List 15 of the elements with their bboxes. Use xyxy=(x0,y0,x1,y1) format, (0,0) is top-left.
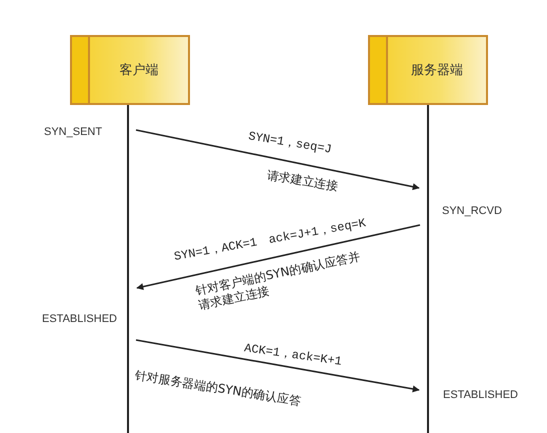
message-note: 请求建立连接 xyxy=(266,168,340,196)
participant-box xyxy=(70,35,190,105)
state-label: SYN_RCVD xyxy=(442,204,503,219)
state-label: ESTABLISHED xyxy=(443,388,519,403)
participant-label: 服务器端 xyxy=(411,61,463,80)
state-label: SYN_SENT xyxy=(44,125,104,140)
participant-box xyxy=(368,35,488,105)
message-note: 针对服务器端的SYN的确认应答 xyxy=(134,368,303,410)
lifeline xyxy=(127,105,129,433)
message-arrow xyxy=(136,129,420,190)
lifeline xyxy=(427,105,429,433)
message-arrow xyxy=(136,339,420,392)
participant-label: 客户端 xyxy=(120,61,158,80)
message-arrow xyxy=(136,224,420,290)
state-label: ESTABLISHED xyxy=(42,312,118,327)
